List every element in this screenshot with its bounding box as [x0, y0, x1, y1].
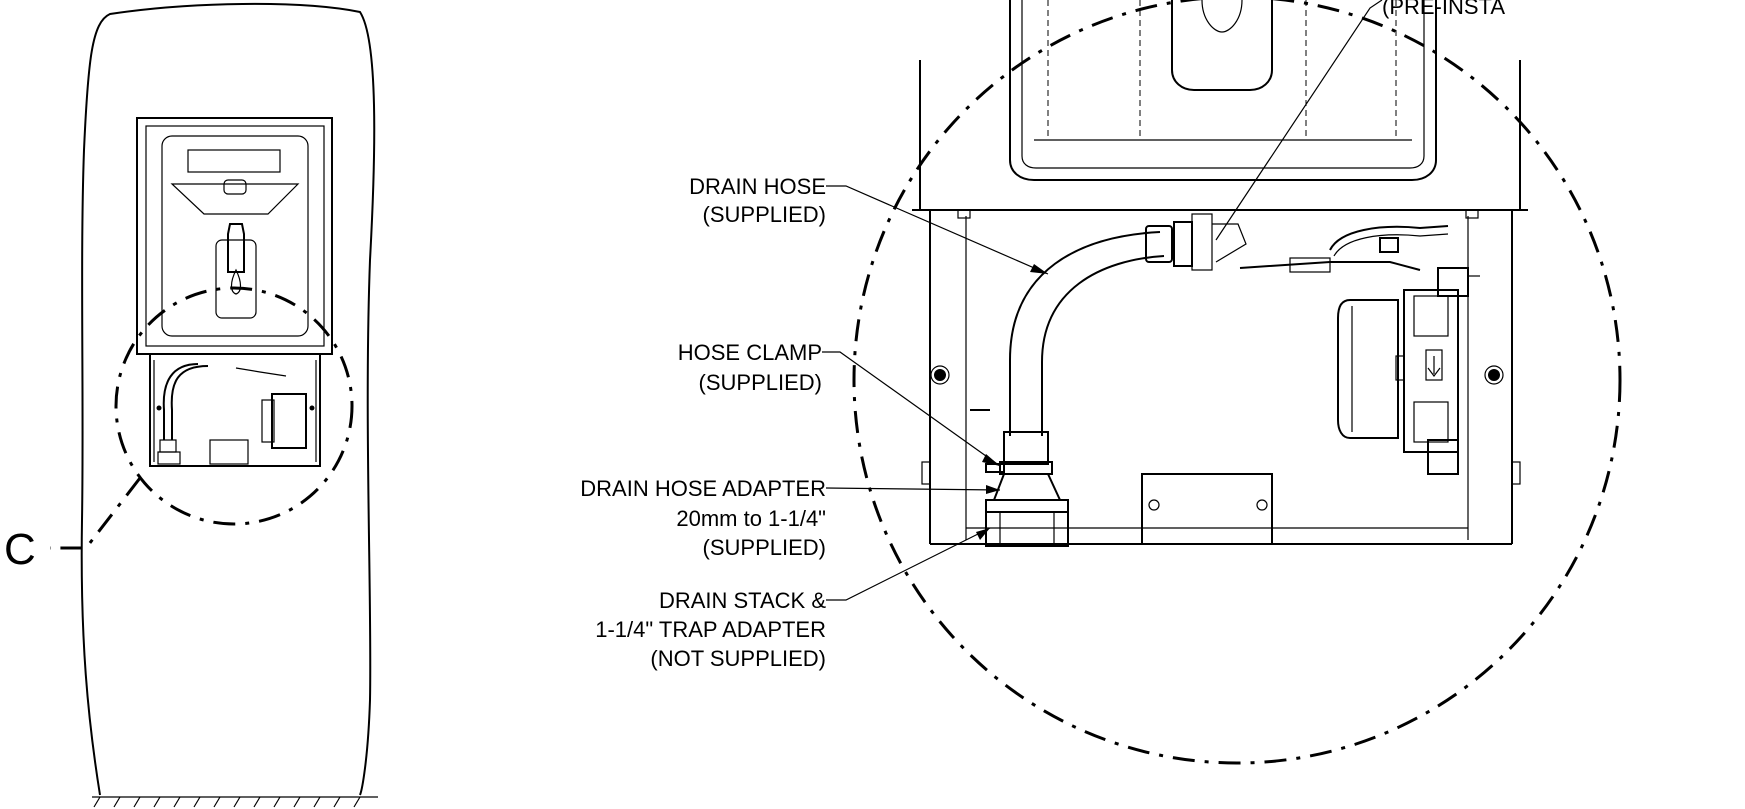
callout-drain-hose: DRAIN HOSE (SUPPLIED) [689, 174, 826, 227]
svg-text:(SUPPLIED): (SUPPLIED) [703, 535, 826, 560]
wall-outline [80, 2, 376, 796]
drop-icon [230, 268, 242, 295]
mounting-hole-right [1488, 369, 1500, 381]
svg-text:DRAIN HOSE: DRAIN HOSE [689, 174, 826, 199]
svg-text:1-1/4" TRAP ADAPTER: 1-1/4" TRAP ADAPTER [595, 617, 826, 642]
leader-pre-installed [1215, 0, 1383, 241]
upper-fixture [912, 0, 1528, 211]
lower-cabinet [149, 353, 321, 467]
callout-drain-stack: DRAIN STACK & 1-1/4" TRAP ADAPTER (NOT S… [595, 588, 826, 671]
detail-circle-large [852, 0, 1622, 765]
leader-drain-hose [826, 185, 1049, 275]
hose-cuff-bottom [1003, 431, 1049, 465]
svg-text:20mm to 1-1/4": 20mm to 1-1/4" [676, 506, 826, 531]
hose-cuff-top [1145, 225, 1173, 263]
detail-marker-label: C [4, 525, 36, 574]
detail-circle-small [114, 286, 354, 526]
leader-adapter [825, 487, 1001, 491]
drain-stack [985, 511, 1069, 547]
drain-hose [985, 213, 1247, 547]
valve-small [271, 393, 307, 449]
bottle-icon [227, 223, 245, 273]
flow-controller [1337, 299, 1399, 439]
svg-text:HOSE CLAMP: HOSE CLAMP [678, 340, 822, 365]
svg-text:DRAIN STACK &: DRAIN STACK & [659, 588, 826, 613]
drain-hose-small [170, 365, 209, 440]
overall-unit-view: C [4, 2, 378, 808]
mounting-hole-left [934, 369, 946, 381]
callout-pre-installed: (PRE-INSTA [1382, 0, 1505, 19]
callout-hose-clamp: HOSE CLAMP (SUPPLIED) [678, 340, 822, 395]
leader-drain-stack [826, 527, 991, 601]
callout-drain-hose-adapter: DRAIN HOSE ADAPTER 20mm to 1-1/4" (SUPPL… [580, 476, 826, 560]
svg-text:(SUPPLIED): (SUPPLIED) [699, 370, 822, 395]
detail-leader [50, 477, 142, 550]
svg-text:(SUPPLIED): (SUPPLIED) [703, 202, 826, 227]
lower-cabinet-detail [921, 209, 1521, 545]
access-cover [1141, 473, 1273, 545]
display-window [187, 149, 281, 173]
drain-hose-adapter [992, 473, 1062, 501]
detail-view: (PRE-INSTA DRAIN HOSE (SUPPLIED) HOSE CL… [580, 0, 1622, 765]
floor-hatch [92, 796, 378, 808]
svg-text:(NOT SUPPLIED): (NOT SUPPLIED) [650, 646, 826, 671]
solenoid-body [1403, 289, 1459, 453]
svg-text:DRAIN HOSE ADAPTER: DRAIN HOSE ADAPTER [580, 476, 826, 501]
valve-assembly [1239, 225, 1480, 475]
filler-frame [136, 117, 333, 355]
leader-hose-clamp [822, 351, 1001, 467]
